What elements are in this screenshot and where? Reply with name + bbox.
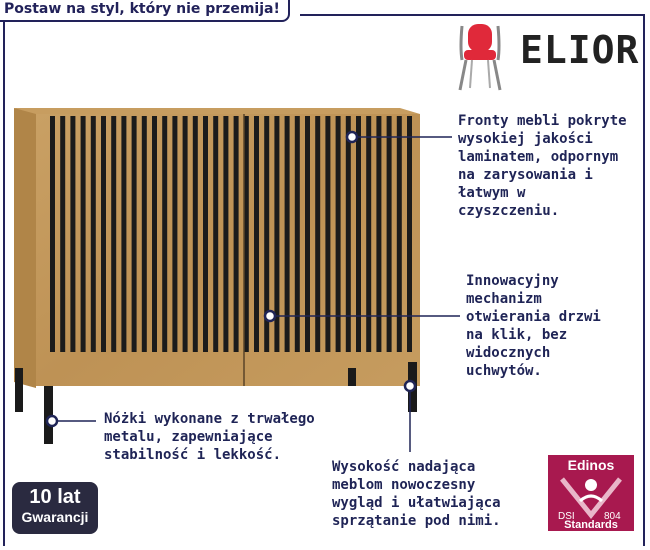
slat <box>172 116 178 352</box>
slat <box>325 116 331 352</box>
slat <box>366 116 372 352</box>
edinos-name: Edinos <box>567 457 615 473</box>
slat <box>233 116 239 352</box>
warranty-badge: 10 lat Gwarancji <box>12 482 98 534</box>
annotation-line: meblom nowoczesny <box>332 477 476 493</box>
slat <box>162 116 168 352</box>
slat <box>90 116 96 352</box>
annotation-mechanism: Innowacyjny mechanizm otwierania drzwi n… <box>466 272 601 380</box>
annotation-line: Nóżki wykonane z trwałego <box>104 411 315 427</box>
slat <box>152 116 157 352</box>
brand-name: ELIOR <box>520 28 640 72</box>
warranty-years: 10 lat <box>29 486 81 508</box>
annotation-line: Wysokość nadająca <box>332 459 476 475</box>
slat <box>274 116 280 352</box>
marker-legs <box>45 414 59 428</box>
edinos-badge: Edinos DSI 804 Standards <box>548 455 634 531</box>
leg-front-left <box>44 386 53 444</box>
check-person-icon <box>560 477 622 519</box>
slat <box>335 116 341 352</box>
annotation-line: metalu, zapewniające <box>104 429 273 445</box>
cabinet-top <box>14 108 420 114</box>
slat <box>386 116 392 352</box>
frame-top-line <box>300 14 645 16</box>
annotation-line: Innowacyjny <box>466 273 559 289</box>
annotation-line: mechanizm <box>466 291 542 307</box>
slat <box>192 116 198 352</box>
cabinet-left-side <box>14 108 36 388</box>
slat <box>284 116 290 352</box>
annotation-line: uchwytów. <box>466 363 542 379</box>
slat <box>396 116 402 352</box>
slat <box>264 116 270 352</box>
slat <box>50 116 55 352</box>
annotation-line: wygląd i ułatwiająca <box>332 495 501 511</box>
slat <box>356 116 361 352</box>
chair-icon <box>458 24 502 91</box>
annotation-line: wysokiej jakości <box>458 131 593 147</box>
slat <box>376 116 382 352</box>
slat <box>315 116 321 352</box>
marker-height <box>403 379 417 393</box>
annotation-line: na zarysowania i <box>458 167 593 183</box>
slat <box>294 116 300 352</box>
sideboard <box>14 108 420 444</box>
slat <box>70 116 76 352</box>
callout-markers <box>45 130 417 428</box>
annotation-line: na klik, bez <box>466 327 568 343</box>
slat <box>131 116 137 352</box>
leg-back-left <box>15 368 23 412</box>
warranty-label: Gwarancji <box>21 509 89 525</box>
cabinet-slats <box>50 116 412 352</box>
edinos-standards: Standards <box>564 519 618 531</box>
page-frame <box>3 14 645 546</box>
slat <box>254 116 259 352</box>
annotation-line: czyszczeniu. <box>458 203 560 219</box>
slat <box>60 116 66 352</box>
page-title: Postaw na styl, który nie przemija! <box>0 0 290 22</box>
slat <box>213 116 219 352</box>
slat <box>121 116 127 352</box>
annotation-line: łatwym w <box>458 185 526 201</box>
callout-lines <box>52 136 460 452</box>
slat <box>305 116 310 352</box>
slat <box>345 116 351 352</box>
slat <box>243 116 249 352</box>
annotation-line: widocznych <box>466 345 551 361</box>
leg-back-right <box>348 368 356 386</box>
annotation-line: Fronty mebli pokryte <box>458 113 627 129</box>
slat <box>407 116 412 352</box>
annotation-line: stabilność i lekkość. <box>104 447 282 463</box>
annotation-height: Wysokość nadająca meblom nowoczesny wygl… <box>332 458 501 530</box>
marker-mechanism <box>263 309 277 323</box>
marker-fronts <box>345 130 359 144</box>
annotation-line: otwierania drzwi <box>466 309 601 325</box>
annotation-legs: Nóżki wykonane z trwałego metalu, zapewn… <box>104 410 315 464</box>
slat <box>203 116 208 352</box>
slat <box>111 116 117 352</box>
slat <box>223 116 229 352</box>
slat <box>141 116 147 352</box>
slat <box>101 116 106 352</box>
annotation-fronts: Fronty mebli pokryte wysokiej jakości la… <box>458 112 627 220</box>
edinos-dsi: DSI <box>558 511 575 522</box>
slat <box>182 116 188 352</box>
brand-logo: ELIOR <box>450 18 638 98</box>
annotation-line: laminatem, odpornym <box>458 149 619 165</box>
annotation-line: sprzątanie pod nimi. <box>332 513 501 529</box>
edinos-code: 804 <box>604 511 621 522</box>
slat <box>80 116 86 352</box>
